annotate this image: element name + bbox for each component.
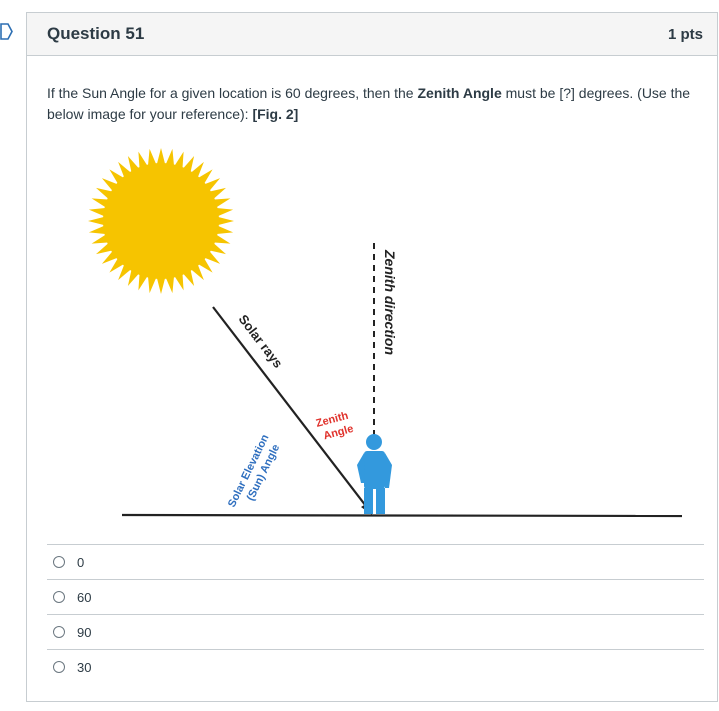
answer-option[interactable]: 60 xyxy=(47,579,704,614)
answer-label: 0 xyxy=(77,554,85,570)
radio-button[interactable] xyxy=(53,661,65,673)
answer-label: 60 xyxy=(77,589,92,605)
answer-option[interactable]: 30 xyxy=(47,649,704,684)
radio-button[interactable] xyxy=(53,591,65,603)
zenith-angle-emphasis: Zenith Angle xyxy=(417,85,502,101)
question-header: Question 51 1 pts xyxy=(27,13,717,56)
radio-button[interactable] xyxy=(53,626,65,638)
solar-ray-line xyxy=(212,306,370,511)
answer-list: 0 60 90 30 xyxy=(47,544,704,684)
answer-label: 30 xyxy=(77,659,92,675)
zenith-angle-label: Zenith Angle xyxy=(315,409,357,443)
question-title: Question 51 xyxy=(47,24,145,43)
question-card: Question 51 1 pts If the Sun Angle for a… xyxy=(26,12,718,702)
answer-option[interactable]: 0 xyxy=(47,544,704,579)
sun-icon xyxy=(88,148,234,294)
person-icon xyxy=(357,434,392,514)
bookmark-flag-icon[interactable] xyxy=(0,23,13,40)
question-text: If the Sun Angle for a given location is… xyxy=(47,85,691,122)
reference-figure: Solar rays Zenith direction Zenith Angle… xyxy=(88,148,683,518)
solar-elevation-label: Solar Elevation (Sun) Angle xyxy=(226,430,286,516)
answer-option[interactable]: 90 xyxy=(47,614,704,649)
question-points: 1 pts xyxy=(667,25,703,43)
zenith-direction-label: Zenith direction xyxy=(382,249,398,355)
fig-reference: [Fig. 2] xyxy=(252,106,299,122)
answer-label: 90 xyxy=(77,624,92,640)
ground-line xyxy=(121,513,683,518)
solar-rays-label: Solar rays xyxy=(236,312,286,371)
radio-button[interactable] xyxy=(53,556,65,568)
